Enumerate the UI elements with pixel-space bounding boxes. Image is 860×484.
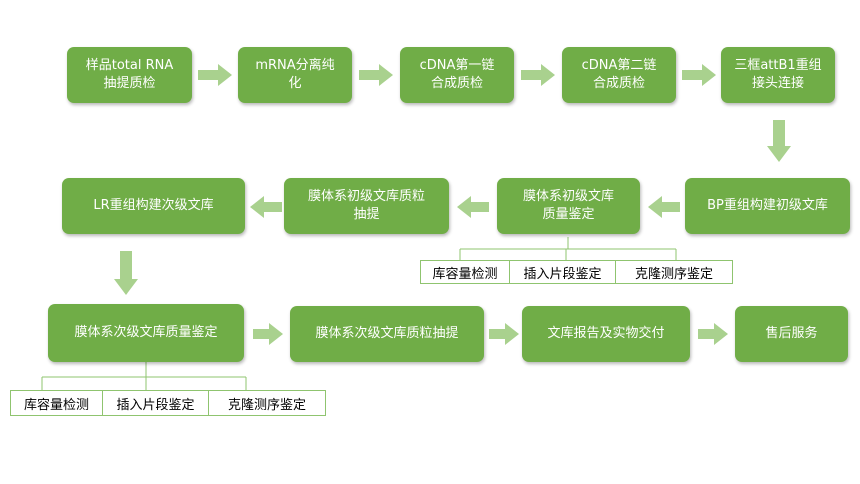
step-label: mRNA分离纯 化 — [255, 58, 335, 91]
step-mrna-purification: mRNA分离纯 化 — [238, 47, 352, 103]
arrow-right-icon — [698, 323, 728, 345]
arrow-right-icon — [359, 64, 393, 86]
arrow-down-icon — [114, 251, 138, 295]
step-label: 样品total RNA 抽提质检 — [85, 58, 174, 91]
step-secondary-plasmid-extraction: 膜体系次级文库质粒抽提 — [290, 306, 484, 362]
arrow-right-icon — [489, 323, 519, 345]
arrow-left-icon — [250, 196, 282, 218]
step-label: cDNA第一链 合成质检 — [419, 58, 495, 91]
step-bp-primary-library: BP重组构建初级文库 — [685, 178, 850, 234]
qc-label: 插入片段鉴定 — [116, 397, 195, 413]
step-label: 膜体系次级文库质量鉴定 — [74, 325, 218, 340]
step-cdna-first-strand: cDNA第一链 合成质检 — [400, 47, 514, 103]
step-label: 膜体系初级文库质粒 抽提 — [307, 189, 425, 222]
qc-label: 库容量检测 — [432, 266, 498, 282]
arrow-down-icon — [767, 120, 791, 162]
step-label: 膜体系初级文库 质量鉴定 — [522, 189, 614, 222]
step-primary-plasmid-extraction: 膜体系初级文库质粒 抽提 — [284, 178, 449, 234]
step-label: LR重组构建次级文库 — [93, 198, 214, 213]
step-label: BP重组构建初级文库 — [707, 198, 828, 213]
step-secondary-library-qc: 膜体系次级文库质量鉴定 — [48, 304, 244, 362]
arrow-left-icon — [457, 196, 489, 218]
step-attb1-adapter-ligation: 三框attB1重组 接头连接 — [721, 47, 835, 103]
arrow-right-icon — [682, 64, 716, 86]
qc-primary-capacity: 库容量检测 — [420, 260, 510, 284]
step-lr-secondary-library: LR重组构建次级文库 — [62, 178, 245, 234]
qc-label: 克隆测序鉴定 — [227, 397, 306, 413]
qc-label: 克隆测序鉴定 — [634, 266, 713, 282]
step-primary-library-qc: 膜体系初级文库 质量鉴定 — [497, 178, 640, 234]
qc-secondary-insert: 插入片段鉴定 — [102, 390, 209, 416]
step-label: 售后服务 — [765, 326, 818, 341]
qc-secondary-sequencing: 克隆测序鉴定 — [208, 390, 326, 416]
step-label: 膜体系次级文库质粒抽提 — [315, 326, 459, 341]
qc-primary-insert: 插入片段鉴定 — [509, 260, 616, 284]
arrow-right-icon — [198, 64, 232, 86]
step-label: 文库报告及实物交付 — [547, 326, 665, 341]
step-after-sales: 售后服务 — [735, 306, 848, 362]
step-label: cDNA第二链 合成质检 — [581, 58, 657, 91]
arrow-left-icon — [648, 196, 680, 218]
qc-label: 库容量检测 — [23, 397, 89, 413]
step-cdna-second-strand: cDNA第二链 合成质检 — [562, 47, 676, 103]
qc-secondary-capacity: 库容量检测 — [10, 390, 103, 416]
step-total-rna-extraction: 样品total RNA 抽提质检 — [67, 47, 192, 103]
qc-primary-sequencing: 克隆测序鉴定 — [615, 260, 733, 284]
step-report-delivery: 文库报告及实物交付 — [522, 306, 690, 362]
qc-label: 插入片段鉴定 — [523, 266, 602, 282]
arrow-right-icon — [521, 64, 555, 86]
arrow-right-icon — [253, 323, 283, 345]
step-label: 三框attB1重组 接头连接 — [734, 58, 822, 91]
